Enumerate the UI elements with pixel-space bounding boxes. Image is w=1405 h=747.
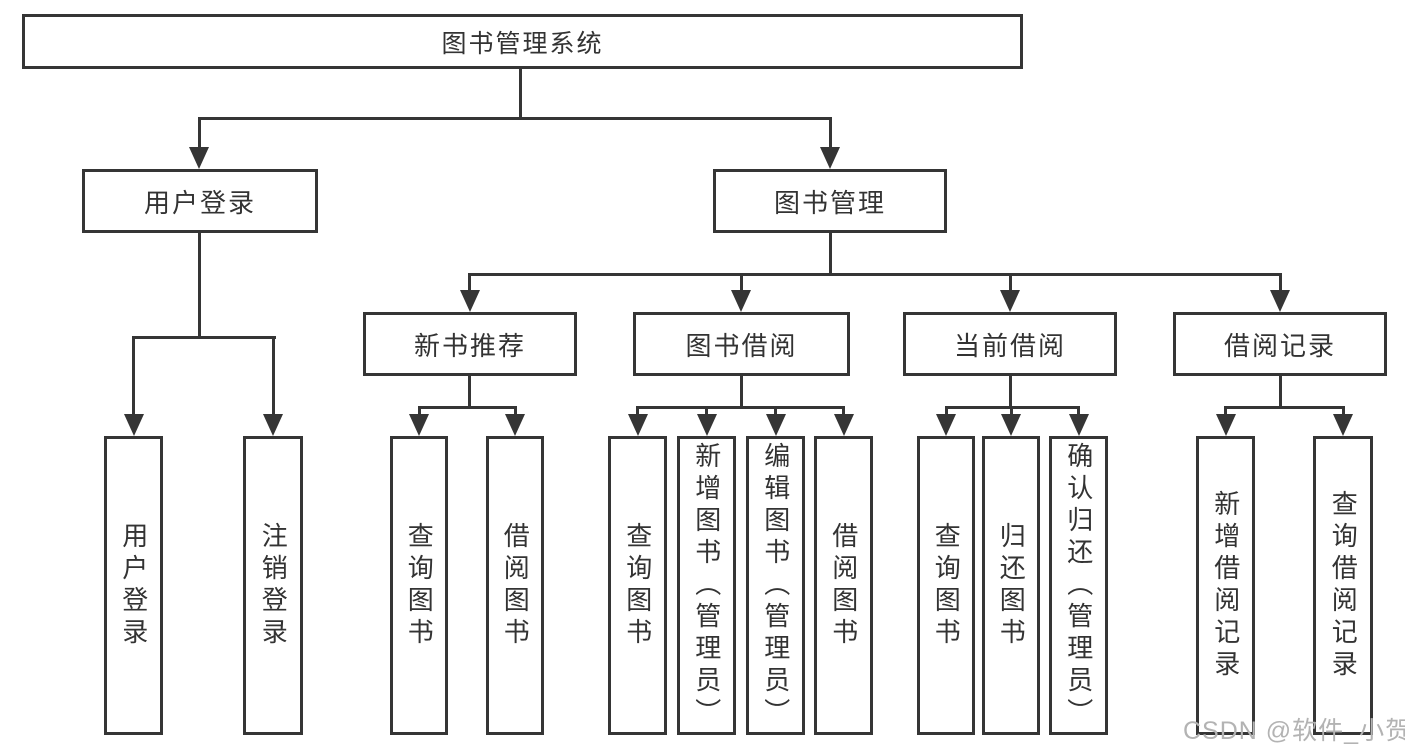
leaf-br-add-record-label: 新增借阅记录 <box>1210 489 1241 682</box>
leaf-nb-borrow-book-label: 借阅图书 <box>500 521 531 650</box>
node-book-borrow-label: 图书借阅 <box>685 330 798 361</box>
connector-level3-hbar <box>468 273 1282 276</box>
arrow-cb-confirm-return <box>1069 414 1089 436</box>
node-root: 图书管理系统 <box>22 14 1023 69</box>
connector-book-borrow-drop-3 <box>774 406 777 418</box>
connector-level2-drop-left <box>198 117 201 151</box>
connector-book-borrow-drop-2 <box>705 406 708 418</box>
connector-root-drop <box>519 69 522 120</box>
arrow-bb-add-book <box>697 414 717 436</box>
arrow-leaf-logout <box>263 414 283 436</box>
connector-user-login-drop <box>198 233 201 339</box>
leaf-nb-query-book-label: 查询图书 <box>404 521 435 650</box>
leaf-cb-return-book-label: 归还图书 <box>996 521 1027 650</box>
arrow-br-query-record <box>1333 414 1353 436</box>
arrow-nb-borrow-book <box>505 414 525 436</box>
connector-level3-drop-4 <box>1279 273 1282 294</box>
connector-book-borrow-drop-4 <box>842 406 845 418</box>
connector-borrow-record-drop-2 <box>1342 406 1345 418</box>
connector-level3-drop-3 <box>1009 273 1012 294</box>
arrow-book-borrow <box>731 290 751 312</box>
arrow-cb-query-book <box>936 414 956 436</box>
node-current-borrow: 当前借阅 <box>903 312 1117 376</box>
connector-level2-drop-right <box>829 117 832 151</box>
leaf-nb-query-book: 查询图书 <box>390 436 448 735</box>
connector-new-book-hbar <box>418 406 517 409</box>
leaf-bb-add-book-admin-label: 新增图书（管理员） <box>691 441 722 730</box>
arrow-current-borrow <box>1000 290 1020 312</box>
node-book-borrow: 图书借阅 <box>633 312 850 376</box>
arrow-bb-borrow-book <box>834 414 854 436</box>
leaf-br-query-record: 查询借阅记录 <box>1313 436 1373 735</box>
csdn-watermark: CSDN @软件_小贺同学 <box>1183 717 1405 745</box>
node-borrow-record-label: 借阅记录 <box>1223 330 1336 361</box>
connector-level2-hbar <box>198 117 832 120</box>
leaf-user-login-label: 用户登录 <box>118 521 149 650</box>
connector-book-borrow-drop <box>740 376 743 409</box>
leaf-bb-edit-book-admin: 编辑图书（管理员） <box>746 436 805 735</box>
node-user-login-label: 用户登录 <box>143 187 256 218</box>
arrow-book-management <box>820 147 840 169</box>
leaf-logout-label: 注销登录 <box>258 521 289 650</box>
leaf-cb-confirm-return-admin-label: 确认归还（管理员） <box>1063 441 1094 730</box>
connector-borrow-record-drop <box>1279 376 1282 409</box>
leaf-br-query-record-label: 查询借阅记录 <box>1328 489 1359 682</box>
connector-new-book-drop-2 <box>514 406 517 418</box>
connector-level3-drop-2 <box>740 273 743 294</box>
connector-borrow-record-hbar <box>1224 406 1345 409</box>
leaf-logout: 注销登录 <box>243 436 303 735</box>
leaf-cb-return-book: 归还图书 <box>982 436 1040 735</box>
connector-user-login-hbar <box>132 336 276 339</box>
leaf-bb-add-book-admin: 新增图书（管理员） <box>677 436 736 735</box>
connector-new-book-drop-1 <box>418 406 421 418</box>
leaf-br-add-record: 新增借阅记录 <box>1196 436 1255 735</box>
arrow-cb-return-book <box>1001 414 1021 436</box>
node-root-label: 图书管理系统 <box>441 29 604 58</box>
node-current-borrow-label: 当前借阅 <box>953 330 1066 361</box>
arrow-user-login <box>189 147 209 169</box>
connector-book-borrow-hbar <box>636 406 845 409</box>
leaf-cb-confirm-return-admin: 确认归还（管理员） <box>1049 436 1108 735</box>
arrow-nb-query-book <box>409 414 429 436</box>
leaf-bb-edit-book-admin-label: 编辑图书（管理员） <box>760 441 791 730</box>
connector-current-borrow-drop <box>1009 376 1012 409</box>
node-book-management-label: 图书管理 <box>773 187 886 218</box>
leaf-bb-query-book-label: 查询图书 <box>622 521 653 650</box>
connector-book-borrow-drop-1 <box>636 406 639 418</box>
connector-user-login-drop-2 <box>272 336 275 418</box>
leaf-bb-query-book: 查询图书 <box>608 436 667 735</box>
leaf-nb-borrow-book: 借阅图书 <box>486 436 544 735</box>
connector-current-borrow-drop-2 <box>1010 406 1013 418</box>
connector-book-management-drop <box>829 233 832 276</box>
connector-new-book-drop <box>468 376 471 409</box>
leaf-bb-borrow-book: 借阅图书 <box>814 436 873 735</box>
leaf-cb-query-book-label: 查询图书 <box>931 521 962 650</box>
arrow-new-book-recommend <box>460 290 480 312</box>
connector-borrow-record-drop-1 <box>1224 406 1227 418</box>
connector-level3-drop-1 <box>468 273 471 294</box>
connector-user-login-drop-1 <box>132 336 135 418</box>
arrow-bb-edit-book <box>766 414 786 436</box>
node-new-book-recommend-label: 新书推荐 <box>413 330 526 361</box>
node-borrow-record: 借阅记录 <box>1173 312 1387 376</box>
node-user-login: 用户登录 <box>82 169 318 233</box>
arrow-br-add-record <box>1216 414 1236 436</box>
arrow-borrow-record <box>1270 290 1290 312</box>
connector-current-borrow-drop-3 <box>1077 406 1080 418</box>
leaf-cb-query-book: 查询图书 <box>917 436 975 735</box>
node-book-management: 图书管理 <box>713 169 947 233</box>
arrow-leaf-user-login <box>124 414 144 436</box>
arrow-bb-query-book <box>628 414 648 436</box>
connector-current-borrow-drop-1 <box>945 406 948 418</box>
leaf-bb-borrow-book-label: 借阅图书 <box>828 521 859 650</box>
node-new-book-recommend: 新书推荐 <box>363 312 577 376</box>
leaf-user-login: 用户登录 <box>104 436 163 735</box>
